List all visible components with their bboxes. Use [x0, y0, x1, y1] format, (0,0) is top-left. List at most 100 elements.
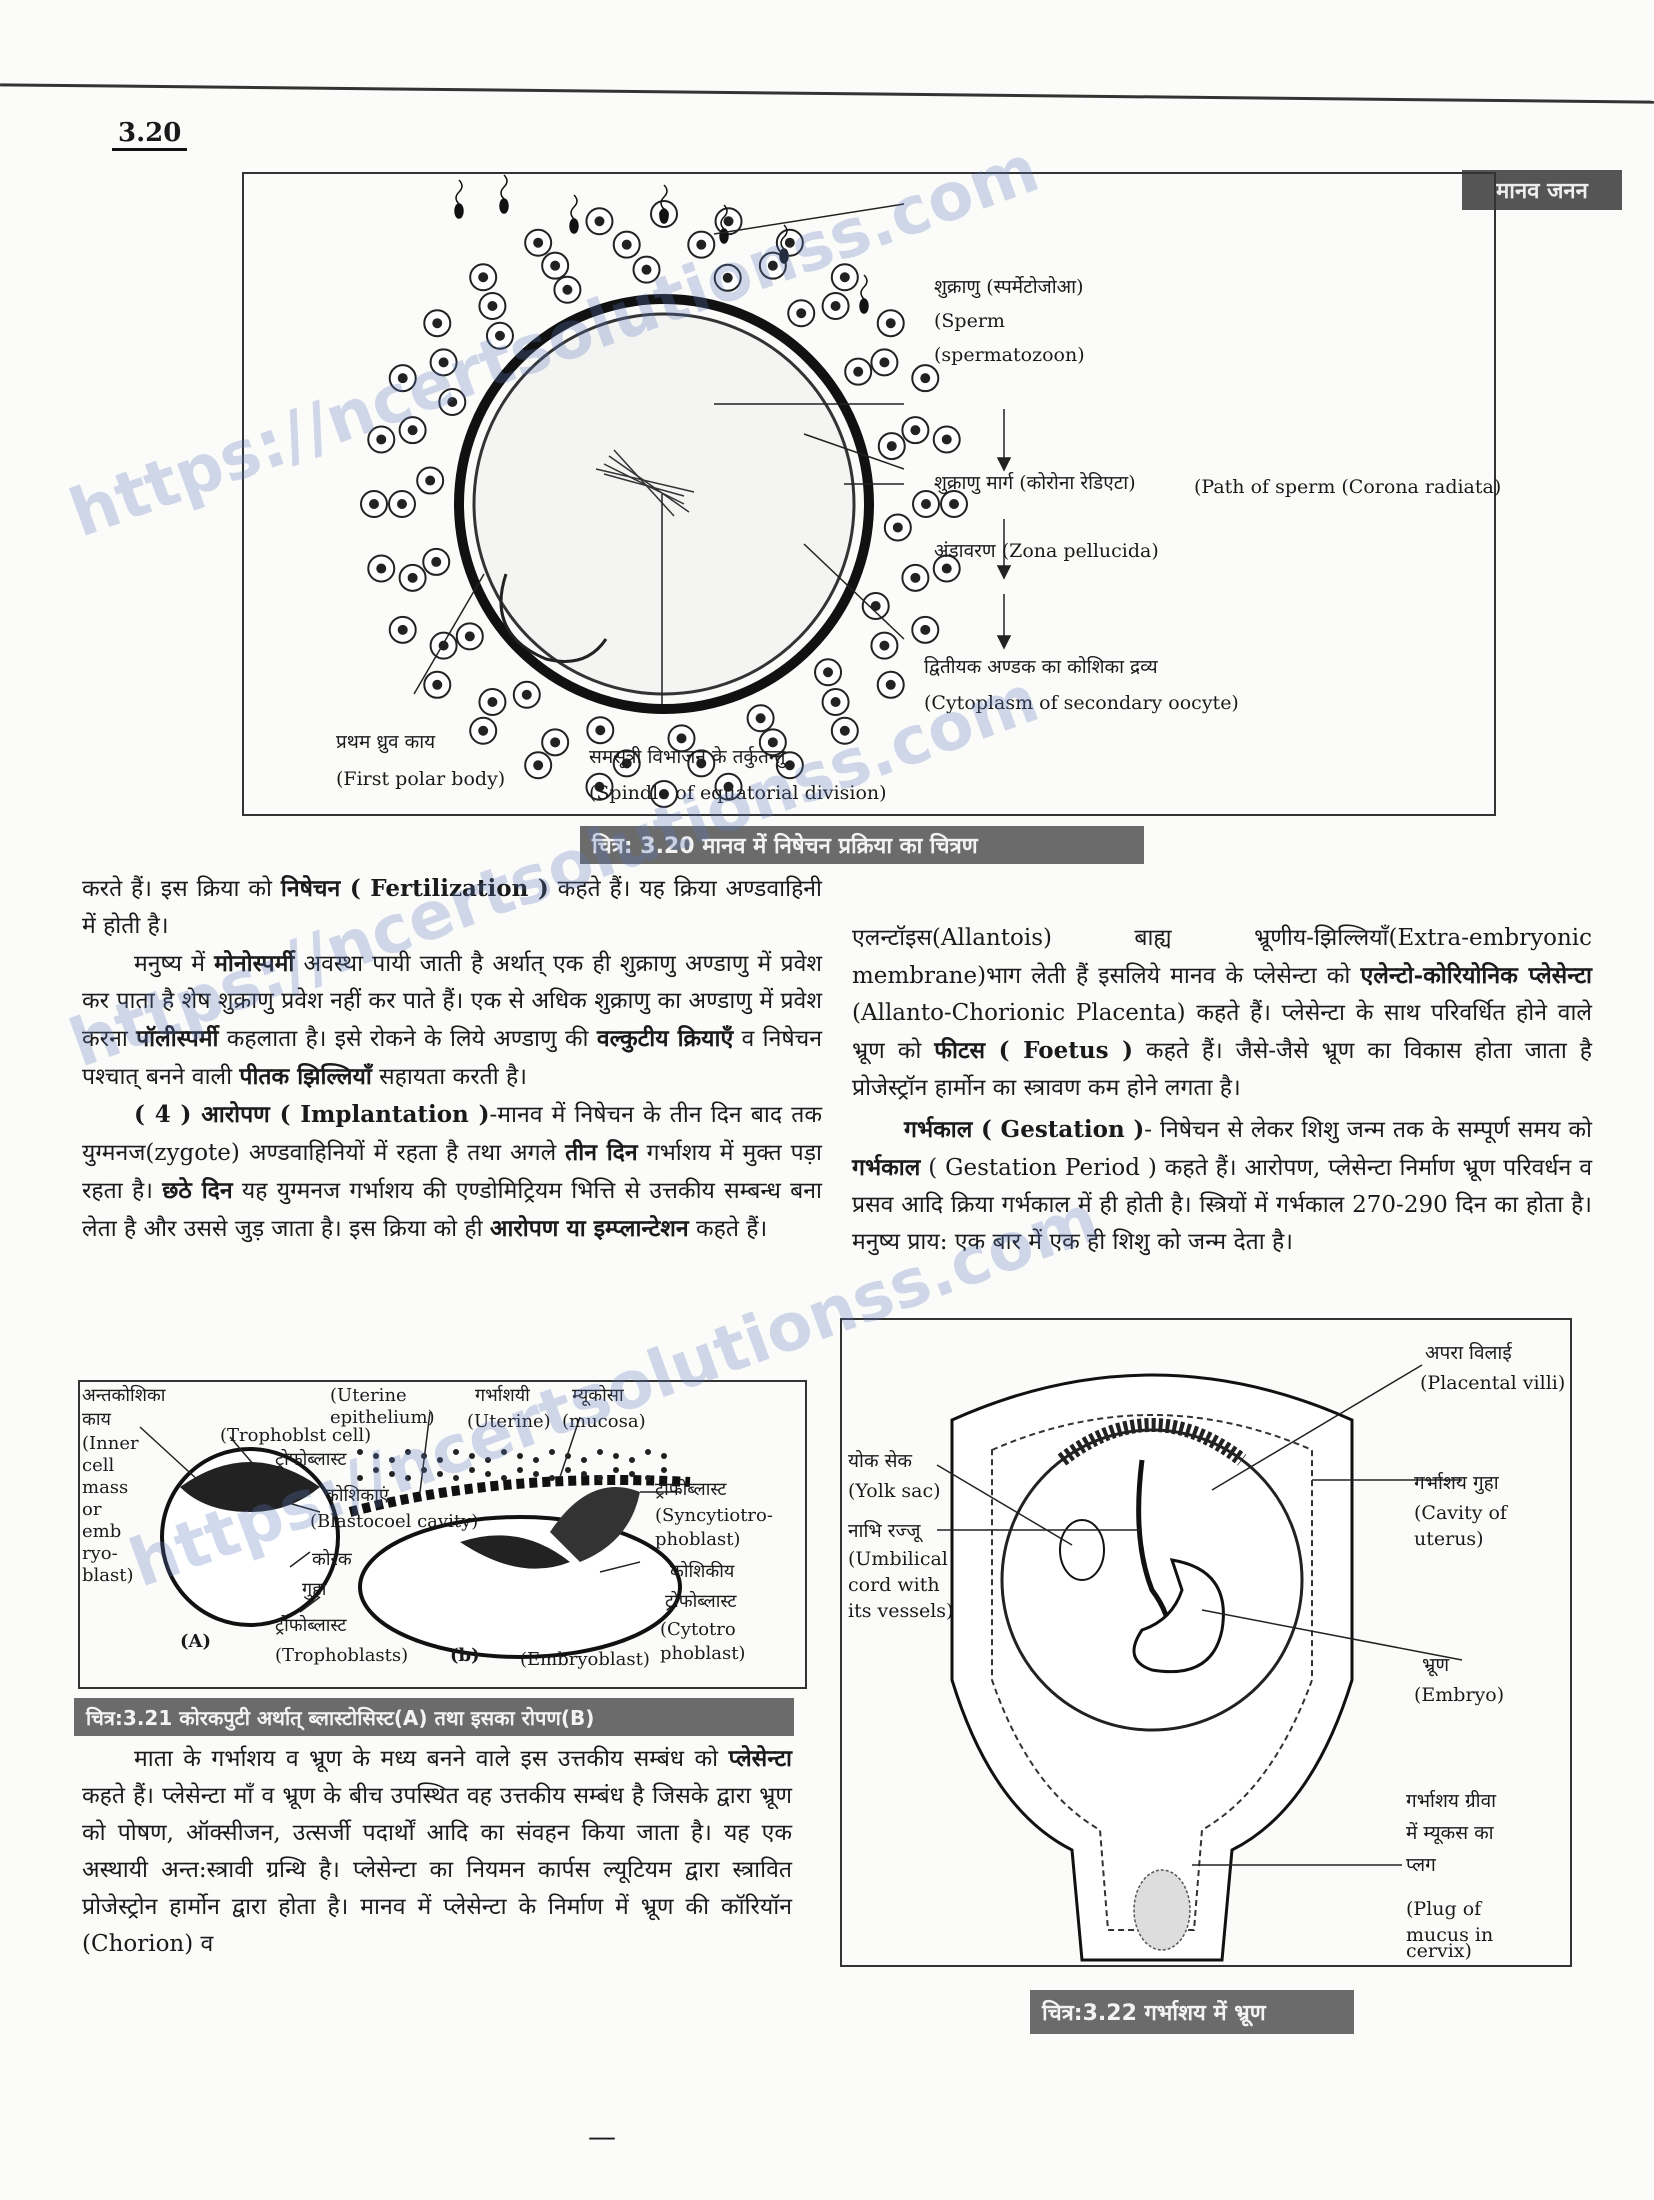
cell-nucleus — [767, 737, 778, 748]
sperm-head — [859, 298, 869, 314]
cell-nucleus — [376, 563, 387, 574]
label-syncytio-en-2: phoblast) — [655, 1529, 741, 1550]
mucosa-dot — [453, 1475, 459, 1481]
mucosa-dot — [501, 1449, 507, 1455]
cell-nucleus — [839, 272, 850, 283]
cell-nucleus — [886, 441, 897, 452]
label-trophoblast-hi-1: ट्रोफोब्लास्ट — [275, 1449, 347, 1470]
cell-nucleus — [723, 781, 734, 792]
mucosa-dot — [517, 1453, 523, 1459]
label-uterine-epi-1: (Uterine — [330, 1385, 407, 1406]
mucosa-dot — [485, 1457, 491, 1463]
label-b: (b) — [450, 1645, 480, 1666]
label-uterine-en: (Uterine) — [467, 1411, 551, 1432]
label-cavity-en-1: (Cavity of — [1414, 1502, 1507, 1524]
mucosa-dot — [453, 1449, 459, 1455]
label-cytoplasm-en: (Cytoplasm of secondary oocyte) — [924, 692, 1239, 714]
label-zona-pellucida: अंडावरण (Zona pellucida) — [934, 540, 1159, 562]
mucosa-dot — [645, 1475, 651, 1481]
label-icm-en-1: (Inner — [82, 1433, 139, 1454]
embryoblast-b — [460, 1535, 570, 1569]
label-cyto-en-2: phoblast) — [660, 1643, 746, 1664]
cell-nucleus — [676, 733, 687, 744]
mucosa-dot — [661, 1453, 667, 1459]
mucosa-dot — [645, 1449, 651, 1455]
label-plug-en-1: (Plug of — [1406, 1898, 1482, 1920]
cell-nucleus — [550, 737, 561, 748]
label-sperm-en: (Sperm — [934, 310, 1005, 332]
cell-nucleus — [910, 572, 921, 583]
cell-nucleus — [870, 601, 881, 612]
polar-body — [499, 573, 608, 663]
cell-nucleus — [696, 758, 707, 769]
cell-nucleus — [885, 679, 896, 690]
cell-nucleus — [595, 725, 606, 736]
mucosa-dot — [549, 1449, 555, 1455]
label-villi-hi: अपरा विलाई — [1425, 1342, 1512, 1364]
label-umbilical-en-3: its vessels) — [848, 1600, 954, 1622]
mucosa-dot — [533, 1471, 539, 1477]
label-icm-en-5: emb — [82, 1521, 122, 1542]
cell-nucleus — [487, 300, 498, 311]
label-spermatozoon: (spermatozoon) — [934, 344, 1085, 366]
mucosa-dot — [597, 1449, 603, 1455]
chapter-tag: मानव जनन — [1462, 170, 1622, 210]
mucosa-dot — [357, 1475, 363, 1481]
mucosa-dot — [437, 1457, 443, 1463]
mucosa-dot — [629, 1457, 635, 1463]
sperm-tail — [660, 184, 668, 210]
mucosa-dot — [469, 1453, 475, 1459]
cell-nucleus — [594, 216, 605, 227]
cell-nucleus — [920, 624, 931, 635]
label-cavity-hi-2: गुहा — [302, 1579, 327, 1600]
label-plug-hi-2: में म्यूकस का — [1406, 1822, 1494, 1844]
cell-nucleus — [885, 318, 896, 329]
label-yolk-en: (Yolk sac) — [848, 1480, 941, 1502]
sperm-cells — [454, 174, 869, 314]
label-cyto-hi-2: ट्रोफोब्लास्ट — [665, 1591, 737, 1612]
mucosa-dot — [629, 1471, 635, 1477]
label-polar-body-en: (First polar body) — [336, 768, 506, 790]
blastocyst-b — [358, 1515, 682, 1659]
cell-nucleus — [447, 396, 458, 407]
cell-nucleus — [723, 216, 734, 227]
page-number: 3.20 — [112, 118, 188, 151]
mucosa-dot — [613, 1453, 619, 1459]
inner-cell-mass-a — [180, 1462, 320, 1512]
mucosa-dot — [581, 1457, 587, 1463]
label-icm-en-2: cell — [82, 1455, 115, 1476]
label-umbilical-en-1: (Umbilical — [848, 1548, 948, 1570]
label-icm-hi-1: अन्तकोशिका — [82, 1385, 166, 1406]
cell-nucleus — [879, 357, 890, 368]
label-cavity-en-2: uterus) — [1414, 1528, 1484, 1550]
uterine-mucosa — [348, 1475, 691, 1517]
cell-nucleus — [839, 725, 850, 736]
cell-nucleus — [830, 300, 841, 311]
sperm-head — [659, 208, 669, 224]
cell-nucleus — [397, 624, 408, 635]
paragraph-monospermy: मनुष्य में मोनोस्पर्मी अवस्था पायी जाती … — [82, 950, 822, 1090]
amniotic-sac — [1000, 1428, 1304, 1732]
cell-nucleus — [755, 713, 766, 724]
label-cavity-hi-1: कोरक — [312, 1549, 352, 1570]
label-trophoblast-hi-2: ट्रोफोब्लास्ट — [275, 1615, 347, 1636]
paragraph-placenta: माता के गर्भाशय व भ्रूण के मध्य बनने वाल… — [82, 1745, 792, 1957]
label-uterine-hi: गर्भाशयी — [475, 1385, 530, 1406]
sperm-head — [569, 218, 579, 234]
figure-3-21-leader-lines — [139, 1411, 680, 1613]
mucosa-dot — [405, 1449, 411, 1455]
label-icm-en-4: or — [82, 1499, 102, 1520]
cell-nucleus — [659, 789, 669, 799]
label-cyto-hi-1: कोशिकीय — [670, 1561, 735, 1582]
syncytiotrophoblast — [550, 1487, 640, 1562]
leader-lines — [413, 203, 1012, 704]
cell-nucleus — [722, 272, 733, 283]
cell-nucleus — [432, 679, 443, 690]
mucus-plug — [1133, 1869, 1191, 1951]
label-trophoblast-cell: (Trophoblst cell) — [220, 1425, 372, 1446]
left-column-text-bottom: माता के गर्भाशय व भ्रूण के मध्य बनने वाल… — [82, 1740, 792, 1963]
label-path-of-sperm-hi: शुक्राणु मार्ग (कोरोना रेडिएटा) — [934, 472, 1136, 494]
label-blastocoel: (Blastocoel cavity) — [310, 1511, 479, 1532]
cell-nucleus — [921, 499, 931, 509]
label-path-of-sperm-en: (Path of sperm (Corona radiata) — [1194, 476, 1502, 498]
